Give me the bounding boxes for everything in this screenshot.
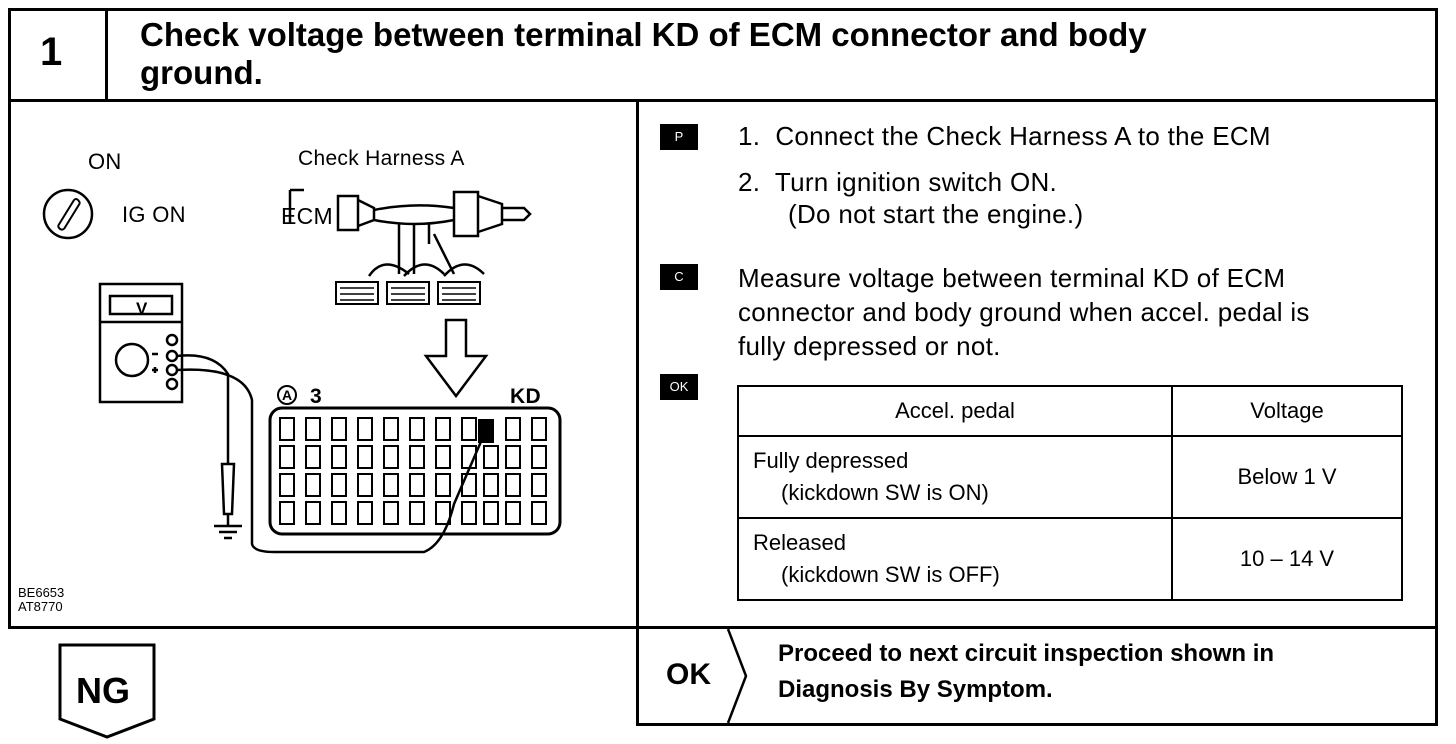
step-number-divider — [105, 8, 108, 102]
ok-chevron — [726, 629, 748, 723]
body-divider — [636, 99, 639, 629]
row-note: (kickdown SW is OFF) — [781, 562, 1000, 587]
check-line1: Measure voltage between terminal KD of E… — [738, 263, 1286, 293]
switch-state-label: ON — [88, 149, 122, 174]
ref-code-2: AT8770 — [18, 599, 63, 614]
voltage-table: Accel. pedal Voltage Fully depressed (ki… — [737, 385, 1403, 601]
ignition-label: IG ON — [122, 202, 186, 227]
row-note: (kickdown SW is ON) — [781, 480, 989, 505]
terminal-3-label: 3 — [310, 385, 322, 408]
ok-result-label: OK — [666, 658, 711, 691]
meter-label: V — [136, 299, 148, 318]
table-header-voltage: Voltage — [1171, 385, 1403, 437]
check-tag: C — [660, 264, 698, 290]
connector-terminals — [279, 417, 547, 525]
wiring-diagram — [42, 188, 562, 554]
step-title-line2: ground. — [140, 54, 263, 91]
check-line2: connector and body ground when accel. pe… — [738, 297, 1310, 327]
ng-label: NG — [76, 670, 130, 711]
negative-lead — [176, 354, 242, 540]
prep-step1: 1. Connect the Check Harness A to the EC… — [738, 121, 1271, 151]
ref-code-1: BE6653 — [18, 585, 65, 600]
table-header-pedal: Accel. pedal — [737, 385, 1173, 437]
prep-step2-note: (Do not start the engine.) — [788, 199, 1084, 229]
table-row: Fully depressed (kickdown SW is ON) Belo… — [737, 435, 1403, 519]
terminal-kd-label: KD — [510, 385, 541, 408]
check-line3: fully depressed or not. — [738, 331, 1001, 361]
harness-label: Check Harness A — [298, 147, 465, 170]
row-voltage: Below 1 V — [1171, 435, 1403, 519]
harness-connector-icons — [335, 281, 481, 305]
step-number: 1 — [40, 30, 63, 74]
row-condition: Released — [753, 530, 846, 555]
ok-result-line2: Diagnosis By Symptom. — [778, 676, 1053, 703]
prep-step2: 2. Turn ignition switch ON. — [738, 167, 1058, 197]
row-condition: Fully depressed — [753, 448, 909, 473]
down-arrow-icon — [423, 318, 489, 399]
step-title-line1: Check voltage between terminal KD of ECM… — [140, 16, 1147, 53]
connector-label: A — [282, 387, 293, 403]
prep-tag: P — [660, 124, 698, 150]
row-voltage: 10 – 14 V — [1171, 517, 1403, 601]
ng-pentagon — [58, 643, 156, 739]
ok-result-box — [636, 626, 1438, 726]
check-harness-icon — [288, 188, 532, 277]
ecm-label: ECM — [281, 203, 334, 229]
connector-circle-icon — [277, 385, 297, 405]
ecm-connector-icon — [268, 406, 562, 536]
ok-result-line1: Proceed to next circuit inspection shown… — [778, 640, 1275, 667]
ignition-key-icon — [42, 188, 94, 240]
kd-terminal-icon — [478, 419, 494, 443]
ok-tag: OK — [660, 374, 698, 400]
table-row: Released (kickdown SW is OFF) 10 – 14 V — [737, 517, 1403, 601]
